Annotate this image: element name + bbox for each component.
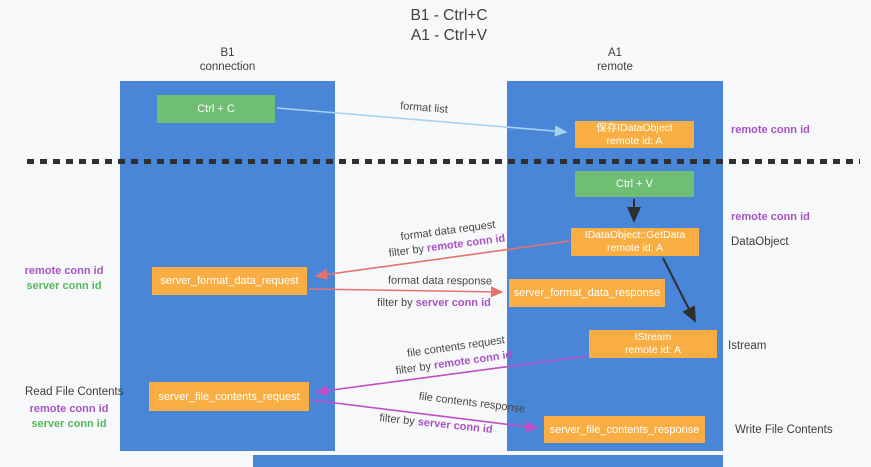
node-getdata-title: IDataObject::GetData bbox=[584, 229, 686, 241]
title-line-a1: A1 - Ctrl+V bbox=[410, 27, 488, 44]
node-server-format-data-response: server_format_data_response bbox=[509, 279, 665, 307]
lane-header-a1: A1 remote bbox=[507, 46, 723, 74]
remote-conn-id-label: remote conn id bbox=[29, 403, 109, 415]
node-server-format-data-request: server_format_data_request bbox=[152, 267, 307, 295]
filter-by-text: filter by bbox=[388, 243, 425, 260]
node-istream-remote-id: remote id: A bbox=[624, 344, 682, 356]
node-istream-title: IStream bbox=[634, 331, 672, 343]
annotation-conn-ids-format: remote conn id server conn id bbox=[18, 264, 110, 294]
annotation-istream: Istream bbox=[728, 340, 767, 352]
node-idataobject-getdata: IDataObject::GetData remote id: A bbox=[571, 228, 699, 256]
node-server-file-contents-request: server_file_contents_request bbox=[149, 382, 309, 411]
annotation-write-file-contents: Write File Contents bbox=[735, 424, 833, 436]
filter-by-text: filter by bbox=[395, 360, 432, 378]
title-line-b1: B1 - Ctrl+C bbox=[410, 7, 488, 24]
node-getdata-remote-id: remote id: A bbox=[606, 242, 664, 254]
lane-a1-role: remote bbox=[597, 61, 633, 73]
annotation-remote-conn-id-mid: remote conn id bbox=[731, 211, 810, 223]
lane-header-b1: B1 connection bbox=[120, 46, 335, 74]
arrow-format-data-response bbox=[308, 286, 504, 298]
server-conn-id-label: server conn id bbox=[31, 418, 107, 430]
node-ctrl-v: Ctrl + V bbox=[575, 171, 694, 197]
flow-label-format-data-response: format data response bbox=[387, 274, 493, 288]
node-ctrl-c: Ctrl + C bbox=[157, 95, 275, 123]
node-istream: IStream remote id: A bbox=[589, 330, 717, 358]
annotation-read-file-contents: Read File Contents bbox=[25, 386, 124, 398]
server-conn-id-text: server conn id bbox=[415, 297, 491, 309]
filter-by-text: filter by bbox=[377, 297, 413, 309]
diagram-title: B1 - Ctrl+C A1 - Ctrl+V bbox=[410, 6, 487, 46]
node-save-idataobject-title: 保存IDataObject bbox=[596, 121, 673, 134]
flow-label-format-list: format list bbox=[399, 100, 449, 116]
server-conn-id-label: server conn id bbox=[26, 280, 102, 292]
annotation-remote-conn-id-top: remote conn id bbox=[731, 124, 810, 136]
filter-by-text: filter by bbox=[378, 412, 416, 428]
flow-label-file-contents-response-filter: filter by server conn id bbox=[379, 412, 493, 436]
lane-b1-name: B1 bbox=[220, 47, 235, 59]
lane-a1-name: A1 bbox=[607, 47, 623, 59]
annotation-conn-ids-file: remote conn id server conn id bbox=[20, 402, 118, 432]
bottom-blue-strip bbox=[253, 455, 723, 467]
remote-conn-id-label: remote conn id bbox=[24, 265, 104, 277]
lane-b1-role: connection bbox=[199, 61, 256, 73]
node-server-file-contents-response: server_file_contents_response bbox=[544, 416, 705, 443]
phase-separator-dashed-line bbox=[27, 159, 860, 164]
server-conn-id-text: server conn id bbox=[417, 416, 494, 436]
flow-label-format-data-response-filter: filter by server conn id bbox=[377, 297, 491, 309]
annotation-dataobject: DataObject bbox=[731, 236, 789, 248]
node-save-idataobject: 保存IDataObject remote id: A bbox=[575, 121, 694, 148]
node-save-idataobject-remote-id: remote id: A bbox=[606, 134, 663, 147]
